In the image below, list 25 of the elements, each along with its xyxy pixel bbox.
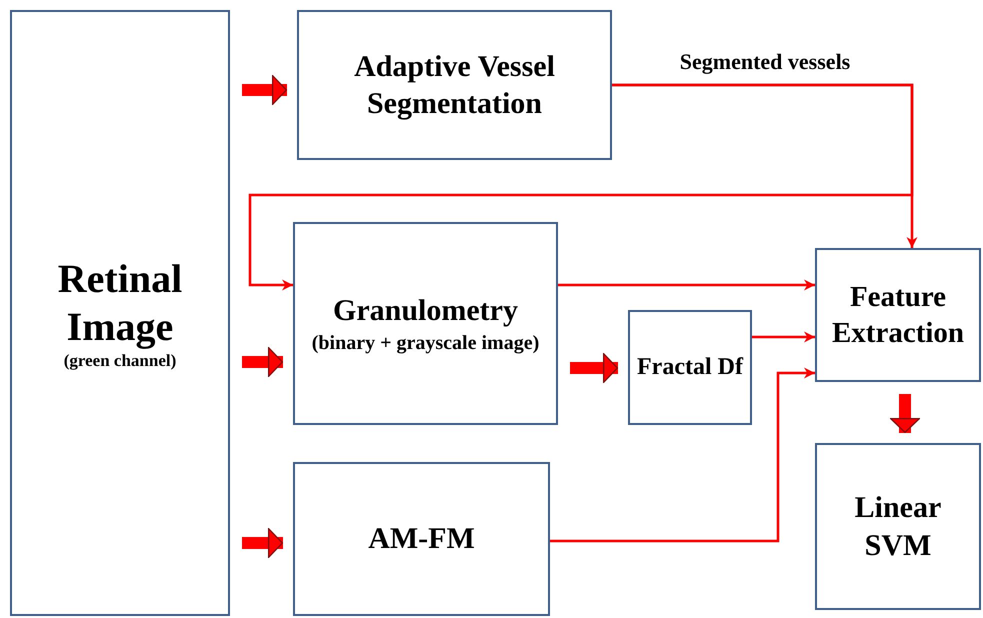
box-title: Retinal Image: [56, 254, 184, 351]
arrow: [752, 332, 815, 342]
process-box: [293, 222, 558, 425]
process-box: [628, 310, 752, 425]
process-box: [815, 248, 981, 382]
arrow: [248, 84, 914, 290]
box-title: Linear SVM: [854, 490, 942, 564]
process-box: [815, 443, 981, 610]
box-title: Granulometry: [333, 293, 518, 329]
box-title: Adaptive Vessel Segmentation: [353, 48, 556, 122]
process-box: [293, 462, 550, 616]
block-arrow: [570, 353, 618, 383]
process-box: [297, 10, 612, 160]
block-arrow: [242, 347, 283, 377]
arrow: [550, 368, 815, 542]
arrow: [558, 280, 815, 290]
box-title: AM-FM: [368, 521, 475, 557]
box-title: Feature Extraction: [830, 280, 966, 351]
block-arrow: [242, 75, 287, 105]
process-box: [10, 10, 230, 616]
box-subtitle: (binary + grayscale image): [312, 331, 540, 356]
block-arrow: [242, 528, 283, 558]
box-subtitle: (green channel): [64, 350, 176, 372]
block-arrow: [890, 394, 920, 433]
box-title: Fractal Df: [637, 353, 743, 382]
